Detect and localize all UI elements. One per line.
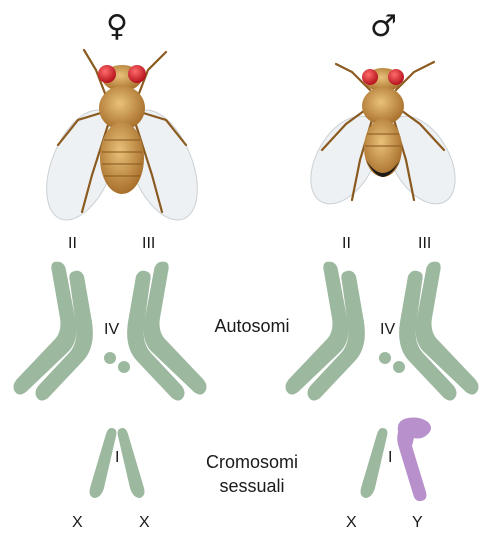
female-chromosomes: [14, 262, 207, 498]
male-label-y: Y: [412, 515, 423, 531]
female-label-ii: II: [68, 236, 77, 252]
sex-chromosomes-label-line2: sessuali: [182, 476, 322, 498]
male-fly-illustration: [297, 62, 469, 216]
female-label-x2: X: [139, 515, 150, 531]
male-label-i: I: [388, 450, 392, 466]
male-chromosome-x: [361, 428, 388, 498]
sex-chromosomes-label-line1: Cromosomi: [182, 452, 322, 474]
female-symbol: ♀: [106, 12, 128, 42]
female-label-x1: X: [72, 515, 83, 531]
male-label-ii: II: [342, 236, 351, 252]
female-chromosome-x-left: [90, 428, 117, 498]
female-label-iv: IV: [104, 322, 119, 338]
female-chromosome-x-right: [118, 428, 145, 498]
male-label-iii: III: [418, 236, 431, 252]
male-chromosome-y: [397, 418, 431, 502]
male-symbol: ♂: [370, 12, 397, 42]
autosomes-label: Autosomi: [182, 316, 322, 338]
male-label-x: X: [346, 515, 357, 531]
female-fly-illustration: [32, 50, 211, 230]
female-label-iii: III: [142, 236, 155, 252]
male-chromosome-iv: [379, 352, 391, 364]
female-label-i: I: [115, 450, 119, 466]
male-label-iv: IV: [380, 322, 395, 338]
female-chromosome-iv: [104, 352, 116, 364]
